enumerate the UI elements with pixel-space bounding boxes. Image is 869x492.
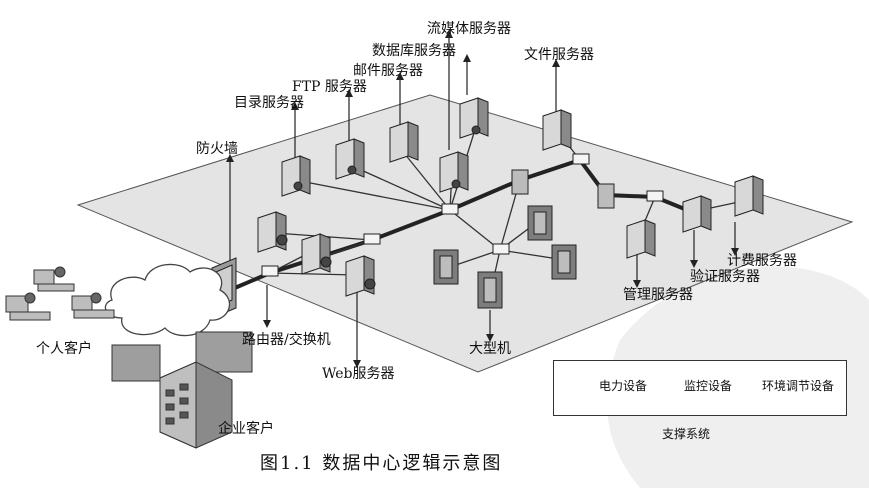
database-server-label: 数据库服务器 <box>372 43 456 59</box>
auth-server-label: 验证服务器 <box>690 269 760 285</box>
management-server-label: 管理服务器 <box>623 287 693 303</box>
streaming-server-label: 流媒体服务器 <box>427 21 511 37</box>
billing-server-label: 计费服务器 <box>727 253 797 269</box>
web-server-label: Web服务器 <box>322 366 395 382</box>
environment-equipment-label: 环境调节设备 <box>762 379 835 393</box>
figure-caption: 图1.1 数据中心逻辑示意图 <box>260 453 503 474</box>
directory-server-label: 目录服务器 <box>234 95 304 111</box>
support-system-box <box>553 360 847 416</box>
mainframe-label: 大型机 <box>469 341 511 357</box>
support-system-label: 支撑系统 <box>662 427 711 441</box>
ftp-server-label: FTP 服务器 <box>292 79 367 95</box>
enterprise-clients-label: 企业客户 <box>218 421 274 437</box>
enterprise-client-icons <box>111 331 253 449</box>
firewall-label: 防火墙 <box>196 141 238 157</box>
arrow-heads <box>226 30 739 368</box>
platform <box>76 94 854 373</box>
monitoring-equipment-label: 监控设备 <box>684 379 733 393</box>
mail-server-label: 邮件服务器 <box>353 63 423 79</box>
personal-clients-label: 个人客户 <box>36 341 92 357</box>
file-server-label: 文件服务器 <box>524 47 594 63</box>
servers <box>257 97 764 309</box>
backbone-devices <box>511 169 615 209</box>
personal-client-icons <box>5 266 115 321</box>
power-equipment-label: 电力设备 <box>599 379 648 393</box>
internet-cloud <box>104 263 231 337</box>
router-label: 路由器/交换机 <box>242 332 331 348</box>
label-arrows <box>229 36 736 362</box>
